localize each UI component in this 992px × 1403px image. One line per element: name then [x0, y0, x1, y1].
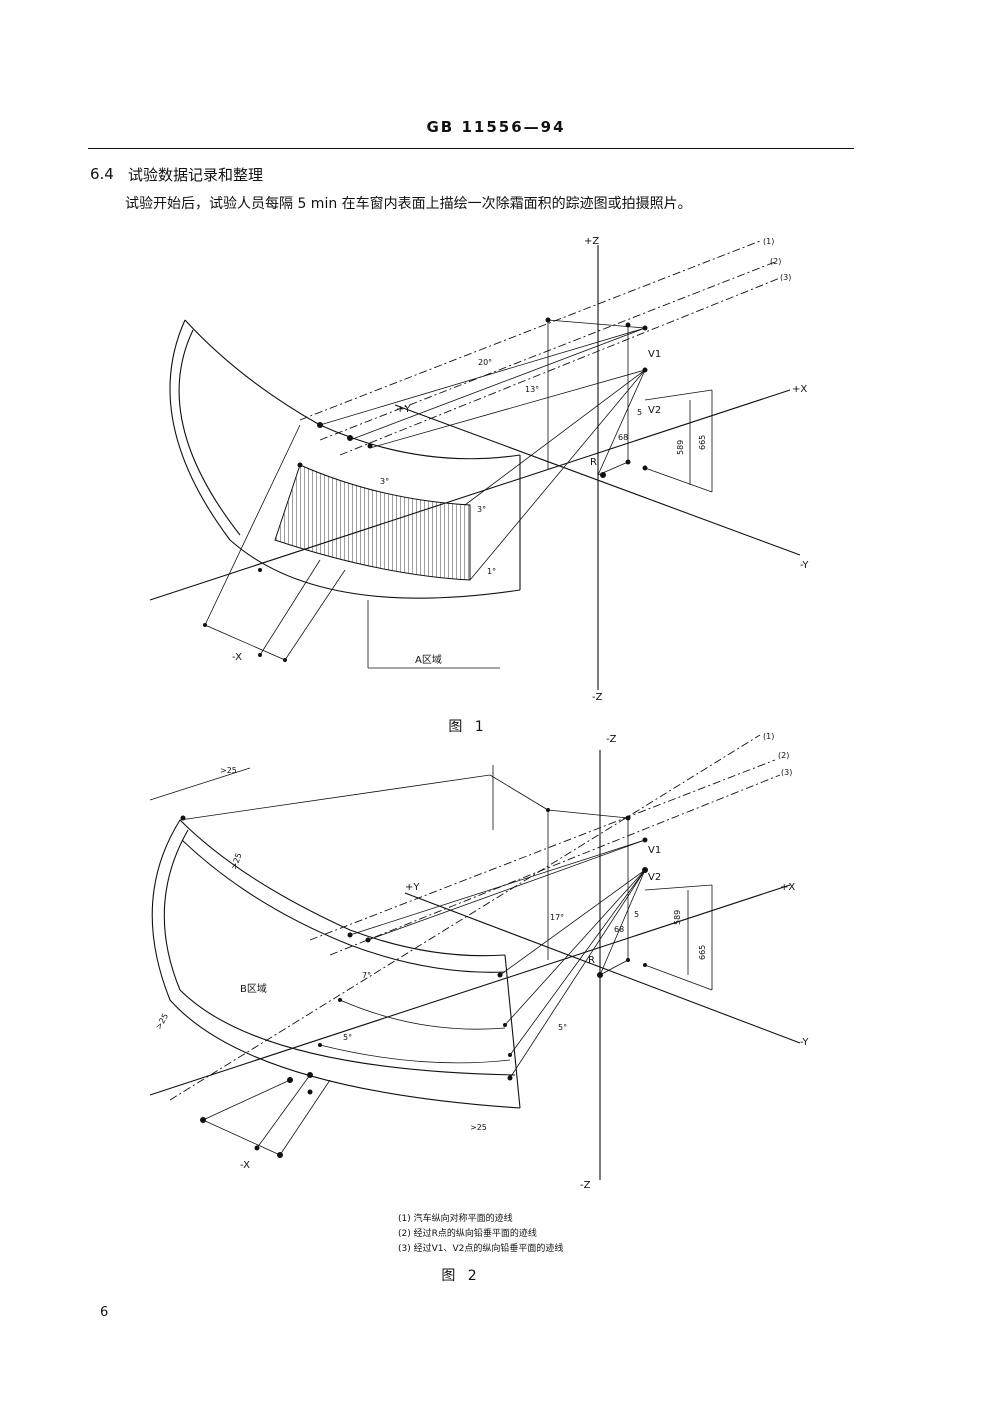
fig1-line2-label: (2): [770, 257, 781, 266]
section-title: 试验数据记录和整理: [128, 166, 264, 184]
r-point: [597, 972, 603, 978]
figure-2-diagram: -Z -Z +X -X +Y -Y (1) (2) (3) V1 V2 R 17…: [149, 732, 809, 1191]
fig1-zone-label: A区域: [415, 653, 442, 666]
fig2-angle-5a: 5°: [343, 1033, 352, 1042]
fig1-v2-label: V2: [648, 405, 661, 416]
windshield-inner-edge: [178, 329, 241, 536]
fig1-axis-nx: -X: [232, 652, 242, 663]
fig2-dim-665: 665: [698, 945, 707, 960]
figure-1-caption: 图 1: [448, 719, 488, 735]
fig2-line2-label: (2): [778, 751, 789, 760]
v1-point: [642, 325, 648, 331]
fig2-axis-py: +Y: [405, 882, 420, 893]
fig2-angle-7: 7°: [362, 971, 371, 980]
fig2-v2-label: V2: [648, 872, 661, 883]
fig2-gt25-d: >25: [470, 1123, 487, 1132]
trace-line-3: [329, 774, 781, 956]
fig1-angle-13: 13°: [525, 385, 539, 394]
fig1-axis-pz: +Z: [584, 236, 599, 247]
fig1-axis-nz: -Z: [592, 692, 603, 703]
page-number: 6: [100, 1305, 109, 1320]
fig2-v1-label: V1: [648, 845, 661, 856]
windshield-inner-edge: [163, 829, 516, 1076]
fig1-angle-20: 20°: [478, 358, 492, 367]
trace-line-1: [169, 734, 761, 1101]
r-point: [600, 472, 606, 478]
windshield-bottom-edge: [169, 319, 521, 599]
fig2-line3-label: (3): [781, 768, 792, 777]
fig1-r-label: R: [590, 457, 597, 468]
fig2-zone-label: B区域: [240, 982, 267, 995]
fig2-angle-5b: 5°: [558, 1023, 567, 1032]
fig2-r-label: R: [588, 955, 595, 966]
fig2-axis-ny: -Y: [800, 1037, 809, 1048]
legend-item: (3) 经过V1、V2点的纵向铅垂平面的迹线: [398, 1244, 564, 1254]
figure-1-diagram: +Z -Z +X -X +Y -Y (1) (2) (3) V1 V2 R 20…: [149, 236, 809, 703]
fig2-angle-17: 17°: [550, 913, 564, 922]
v1-point: [642, 837, 648, 843]
fig1-dim-68: 68: [618, 433, 628, 442]
fig2-dim-68: 68: [614, 925, 624, 934]
fig1-line1-label: (1): [763, 237, 774, 246]
windshield-top-edge: [179, 819, 506, 957]
fig1-axis-px: +X: [792, 384, 807, 395]
v2-point: [642, 367, 648, 373]
trace-line-1: [299, 240, 761, 421]
trace-line-2: [319, 261, 776, 441]
fig2-axis-nx: -X: [240, 1160, 250, 1171]
trace-line-2: [309, 759, 776, 941]
fig1-dim-665: 665: [698, 435, 707, 450]
x-axis: [149, 389, 791, 601]
fig1-axis-ny: -Y: [800, 560, 809, 571]
x-axis: [149, 884, 791, 1096]
fig1-v1-label: V1: [648, 349, 661, 360]
y-axis: [404, 892, 801, 1044]
fig2-dim-5: 5: [634, 910, 639, 919]
y-axis: [394, 404, 801, 556]
v2-point: [642, 867, 648, 873]
trace-line-3: [339, 277, 781, 456]
windshield-bottom-edge: [151, 819, 521, 1109]
fig2-gt25-b: >25: [229, 852, 243, 871]
figure-2-caption: 图 2: [441, 1268, 481, 1284]
fig2-gt25-a: >25: [220, 766, 237, 775]
fig1-dim-5: 5: [637, 408, 642, 417]
legend-item: (2) 经过R点的纵向铅垂平面的迹线: [398, 1229, 537, 1239]
fig1-axis-py: +Y: [396, 404, 411, 415]
figure-legend: (1) 汽车纵向对称平面的迹线 (2) 经过R点的纵向铅垂平面的迹线 (3) 经…: [398, 1212, 563, 1257]
fig2-line1-label: (1): [763, 732, 774, 741]
fig2-axis-px: +X: [780, 882, 795, 893]
section-number: 6.4: [90, 165, 114, 183]
legend-item: (1) 汽车纵向对称平面的迹线: [398, 1214, 513, 1224]
windshield-top-inner: [181, 839, 506, 973]
document-header: GB 11556—94: [426, 118, 566, 136]
fig1-angle-1: 1°: [487, 567, 496, 576]
fig1-line3-label: (3): [780, 273, 791, 282]
header-rule: [88, 148, 854, 149]
fig2-dim-589: 589: [673, 910, 682, 925]
fig2-axis-nz: -Z: [580, 1180, 591, 1191]
fig1-angle-3b: 3°: [477, 505, 486, 514]
section-body: 试验开始后，试验人员每隔 5 min 在车窗内表面上描绘一次除霜面积的踪迹图或拍…: [125, 196, 692, 212]
fig1-dim-589: 589: [676, 440, 685, 455]
zone-a-hatched: [274, 464, 471, 581]
fig2-gt25-c: >25: [154, 1012, 170, 1031]
fig2-axis-pz: -Z: [606, 734, 617, 745]
fig1-angle-3a: 3°: [380, 477, 389, 486]
